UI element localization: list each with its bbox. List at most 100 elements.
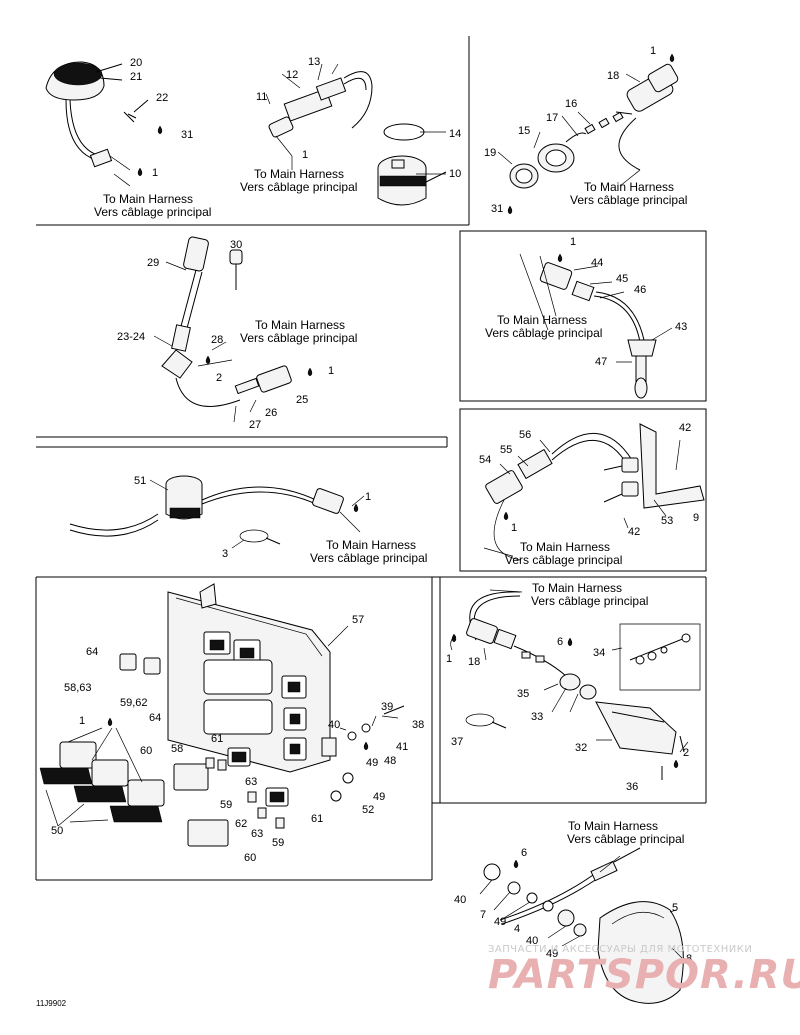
callout-31: 31 <box>491 203 503 215</box>
callout-44: 44 <box>591 257 603 269</box>
callout-15: 15 <box>518 125 530 137</box>
callout-2: 2 <box>683 747 689 759</box>
callout-42: 42 <box>628 526 640 538</box>
callout-64: 64 <box>149 712 161 724</box>
note-9-line2: Vers câblage principal <box>567 832 684 846</box>
callout-61: 61 <box>311 813 323 825</box>
callout-28: 28 <box>211 334 223 346</box>
callout-64: 64 <box>86 646 98 658</box>
callout-54: 54 <box>479 454 491 466</box>
callout-22: 22 <box>156 92 168 104</box>
callout-1: 1 <box>446 653 452 665</box>
watermark: ЗАПЧАСТИ И АКСЕССУАРЫ ДЛЯ МОТОТЕХНИКИ PA… <box>488 944 800 998</box>
callout-30: 30 <box>230 239 242 251</box>
callout-16: 16 <box>565 98 577 110</box>
callout-52: 52 <box>362 804 374 816</box>
panel-gauge-light <box>497 53 679 215</box>
watermark-tagline: ЗАПЧАСТИ И АКСЕССУАРЫ ДЛЯ МОТОТЕХНИКИ <box>488 944 752 955</box>
note-1-line2: Vers câblage principal <box>94 205 211 219</box>
callout-13: 13 <box>308 56 320 68</box>
note-6-line1: To Main Harness <box>326 538 416 552</box>
callout-7: 7 <box>480 909 486 921</box>
callout-59-62: 59,62 <box>120 697 148 709</box>
note-7-line1: To Main Harness <box>520 540 610 554</box>
callout-26: 26 <box>265 407 277 419</box>
panel-water-temp-sensor <box>519 253 673 399</box>
callout-10: 10 <box>449 168 461 180</box>
note-4-line2: Vers câblage principal <box>240 331 357 345</box>
callout-41: 41 <box>396 741 408 753</box>
note-8-line1: To Main Harness <box>532 581 622 595</box>
callout-2: 2 <box>216 372 222 384</box>
callout-3: 3 <box>222 548 228 560</box>
panel-frames <box>35 36 707 881</box>
callout-62: 62 <box>235 818 247 830</box>
panel-trim-sensor <box>450 591 701 780</box>
callout-33: 33 <box>531 711 543 723</box>
callout-21: 21 <box>130 71 142 83</box>
callout-1: 1 <box>328 365 334 377</box>
callout-1: 1 <box>650 45 656 57</box>
callout-29: 29 <box>147 257 159 269</box>
callout-5: 5 <box>672 902 678 914</box>
callout-49: 49 <box>373 791 385 803</box>
callout-35: 35 <box>517 688 529 700</box>
callout-40: 40 <box>526 935 538 947</box>
callout-59: 59 <box>272 837 284 849</box>
callout-48: 48 <box>384 755 396 767</box>
callout-61: 61 <box>211 733 223 745</box>
harness-notes: To Main Harness Vers câblage principal T… <box>94 167 687 846</box>
callout-49: 49 <box>546 948 558 960</box>
callout-63: 63 <box>245 776 257 788</box>
callout-55: 55 <box>500 444 512 456</box>
callout-56: 56 <box>519 429 531 441</box>
callout-57: 57 <box>352 614 364 626</box>
callout-27: 27 <box>249 419 261 431</box>
panel-gauge-sender <box>45 61 163 177</box>
callout-49: 49 <box>366 757 378 769</box>
note-7-line2: Vers câblage principal <box>505 553 622 567</box>
note-2-line2: Vers câblage principal <box>240 180 357 194</box>
callout-1: 1 <box>152 167 158 179</box>
panel-fuel-sender <box>485 423 705 561</box>
callout-58-63: 58,63 <box>64 682 92 694</box>
callout-42: 42 <box>679 422 691 434</box>
callout-25: 25 <box>296 394 308 406</box>
callout-53: 53 <box>661 515 673 527</box>
callout-23-24: 23-24 <box>117 331 145 343</box>
callout-18: 18 <box>468 656 480 668</box>
callout-38: 38 <box>412 719 424 731</box>
callout-45: 45 <box>616 273 628 285</box>
drawing-code: 11J9902 <box>36 999 67 1008</box>
callout-39: 39 <box>381 701 393 713</box>
callout-46: 46 <box>634 284 646 296</box>
note-5-line2: Vers câblage principal <box>485 326 602 340</box>
callout-6: 6 <box>521 847 527 859</box>
panel-electrical-box <box>39 583 405 847</box>
callout-59: 59 <box>220 799 232 811</box>
note-3-line2: Vers câblage principal <box>570 193 687 207</box>
panel-bilge-pump <box>69 475 365 549</box>
callout-1: 1 <box>511 522 517 534</box>
callout-20: 20 <box>130 57 142 69</box>
callout-12: 12 <box>286 69 298 81</box>
callout-60: 60 <box>140 745 152 757</box>
callout-51: 51 <box>134 475 146 487</box>
callout-40: 40 <box>454 894 466 906</box>
callout-1: 1 <box>570 236 576 248</box>
note-8-line2: Vers câblage principal <box>531 594 648 608</box>
callout-1: 1 <box>79 715 85 727</box>
callout-numbers: 20 21 22 31 1 13 12 11 1 14 10 1 18 16 1… <box>51 45 699 965</box>
note-4-line1: To Main Harness <box>255 318 345 332</box>
callout-43: 43 <box>675 321 687 333</box>
callout-18: 18 <box>607 70 619 82</box>
callout-14: 14 <box>449 128 461 140</box>
callout-31: 31 <box>181 129 193 141</box>
callout-34: 34 <box>593 647 605 659</box>
callout-9: 9 <box>693 512 699 524</box>
callout-37: 37 <box>451 736 463 748</box>
note-2-line1: To Main Harness <box>254 167 344 181</box>
callout-6: 6 <box>557 636 563 648</box>
callout-11: 11 <box>256 91 267 103</box>
